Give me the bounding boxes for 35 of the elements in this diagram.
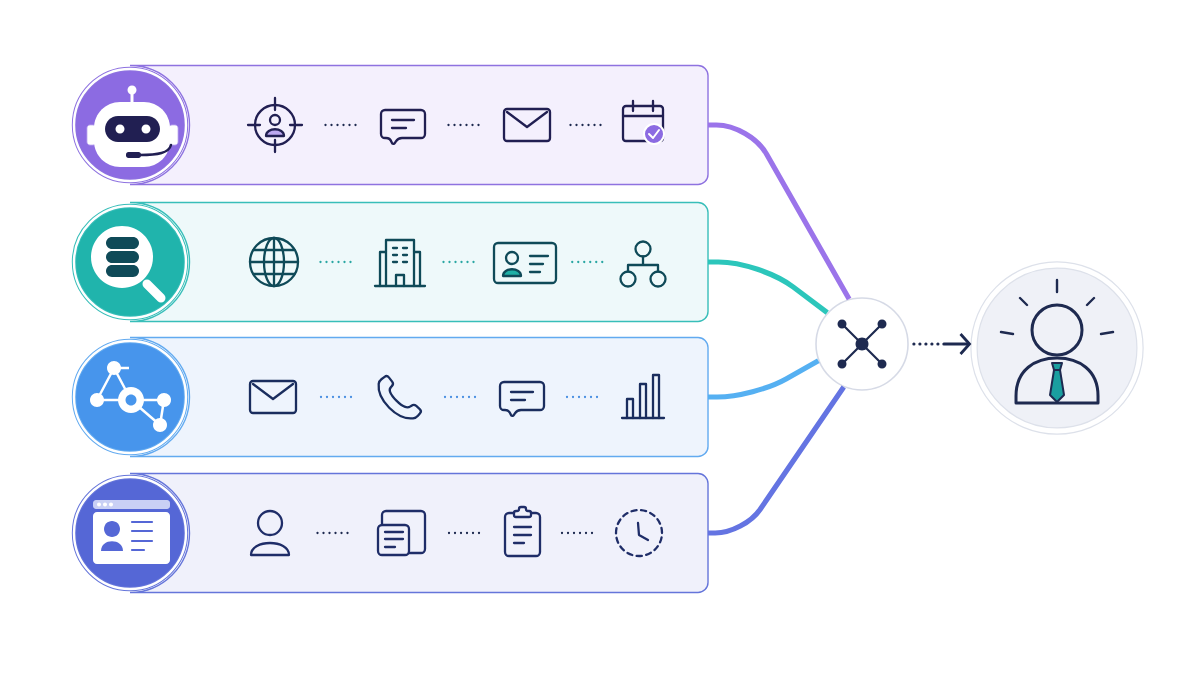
dotted-line xyxy=(442,260,477,264)
dotted-line xyxy=(447,123,482,127)
dotted-line xyxy=(565,395,601,399)
target-icon xyxy=(246,96,304,154)
dotted-line xyxy=(571,260,606,264)
connector-line xyxy=(708,358,820,400)
connector-line xyxy=(708,259,829,315)
chat-icon xyxy=(379,108,427,146)
connector-line xyxy=(708,122,852,301)
globe-icon xyxy=(248,236,300,288)
connector-line xyxy=(708,385,846,536)
hierarchy-icon xyxy=(619,240,667,288)
clipboard-icon xyxy=(503,505,542,558)
hub-circle xyxy=(815,297,909,391)
arrow xyxy=(912,333,972,355)
dotted-line xyxy=(319,395,355,399)
dotted-line xyxy=(316,531,351,535)
dotted-line xyxy=(324,123,359,127)
dotted-line xyxy=(560,531,596,535)
clock-icon xyxy=(614,508,664,558)
profile-circle xyxy=(970,261,1144,435)
phone-icon xyxy=(377,375,422,420)
id-card-icon xyxy=(492,241,558,285)
dotted-line xyxy=(569,123,604,127)
building-icon xyxy=(373,238,427,288)
dotted-line xyxy=(447,531,483,535)
mail-icon xyxy=(248,379,298,415)
user-icon xyxy=(249,509,291,557)
mail-icon xyxy=(502,107,552,143)
dotted-line xyxy=(443,395,479,399)
windows-icon xyxy=(376,509,427,557)
bar-chart-icon xyxy=(620,373,666,420)
chat-icon xyxy=(498,380,546,418)
calendar-icon xyxy=(621,99,665,145)
dotted-line xyxy=(319,260,354,264)
